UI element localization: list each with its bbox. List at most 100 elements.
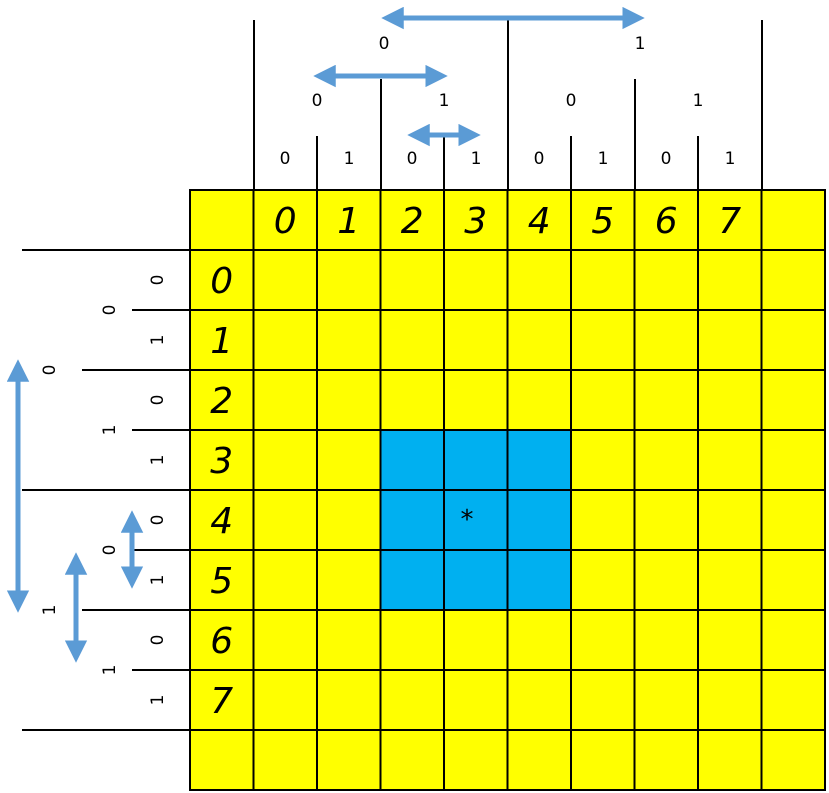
row-tree-bit: 1 xyxy=(40,605,60,616)
grid-cell xyxy=(633,429,699,491)
col-tree-bit: 0 xyxy=(379,34,390,54)
grid-cell xyxy=(760,189,826,251)
row-tree-bit: 1 xyxy=(100,425,120,436)
column-label: 7 xyxy=(718,201,741,242)
col-tree-bit: 0 xyxy=(312,91,323,111)
grid-cell xyxy=(760,489,826,551)
grid-cell xyxy=(189,189,255,251)
grid-cell xyxy=(633,729,699,791)
grid-cell xyxy=(760,369,826,431)
row-label: 5 xyxy=(210,561,233,602)
row-tree-bit: 0 xyxy=(148,635,168,646)
grid-cell xyxy=(760,549,826,611)
row-tree-bit: 0 xyxy=(100,305,120,316)
grid-cell xyxy=(760,729,826,791)
grid-cell xyxy=(316,489,382,551)
col-tree-bit: 0 xyxy=(534,149,545,169)
grid-cell xyxy=(697,369,763,431)
row-label: 0 xyxy=(210,261,233,302)
grid-cell xyxy=(697,489,763,551)
col-tree-bit: 1 xyxy=(471,149,482,169)
row-tree-bit: 0 xyxy=(40,365,60,376)
grid-cell xyxy=(633,489,699,551)
grid-cell xyxy=(570,189,636,251)
grid-cell xyxy=(189,429,255,491)
grid-cell xyxy=(189,549,255,611)
highlighted-cell xyxy=(443,429,509,491)
grid xyxy=(189,189,826,791)
col-tree-bit: 1 xyxy=(693,91,704,111)
grid-cell xyxy=(379,729,445,791)
center-marker: * xyxy=(461,505,474,535)
row-label: 6 xyxy=(210,621,233,662)
grid-cell xyxy=(506,249,572,311)
column-label: 1 xyxy=(337,201,360,242)
row-tree-bit: 0 xyxy=(148,515,168,526)
col-tree-bit: 1 xyxy=(725,149,736,169)
column-label: 5 xyxy=(591,201,614,242)
grid-cell xyxy=(252,429,318,491)
highlighted-cell xyxy=(443,549,509,611)
row-tree-bit: 1 xyxy=(148,695,168,706)
highlighted-cell xyxy=(379,429,445,491)
grid-cell xyxy=(252,189,318,251)
grid-cell xyxy=(760,309,826,371)
grid-cell xyxy=(379,669,445,731)
grid-cell xyxy=(506,309,572,371)
grid-cell xyxy=(697,609,763,671)
row-label: 1 xyxy=(210,321,233,362)
col-tree-bit: 1 xyxy=(598,149,609,169)
row-tree-bit: 0 xyxy=(148,395,168,406)
grid-cell xyxy=(633,549,699,611)
grid-cell xyxy=(443,729,509,791)
highlighted-cell xyxy=(443,489,509,551)
grid-cell xyxy=(506,669,572,731)
grid-cell xyxy=(189,729,255,791)
column-label: 6 xyxy=(655,201,678,242)
grid-cell xyxy=(316,249,382,311)
grid-cell xyxy=(316,309,382,371)
grid-cell xyxy=(189,309,255,371)
grid-cell xyxy=(252,309,318,371)
grid-cell xyxy=(506,369,572,431)
column-bit-tree: 0 1 0 1 0 1 0 1 0 1 0 1 0 1 xyxy=(253,6,763,190)
grid-cell xyxy=(570,369,636,431)
highlighted-cell xyxy=(506,549,572,611)
grid-cell xyxy=(633,249,699,311)
grid-cell xyxy=(697,429,763,491)
column-label: 0 xyxy=(274,201,297,242)
grid-cell xyxy=(252,729,318,791)
row-tree-bit: 1 xyxy=(148,575,168,586)
grid-cell xyxy=(316,369,382,431)
grid-cell xyxy=(633,609,699,671)
grid-cell xyxy=(506,609,572,671)
col-tree-bit: 0 xyxy=(407,149,418,169)
grid-cell xyxy=(570,309,636,371)
grid-cell xyxy=(760,609,826,671)
grid-cell xyxy=(443,249,509,311)
grid-cell xyxy=(697,549,763,611)
col-tree-bit: 1 xyxy=(635,34,646,54)
grid-cell xyxy=(379,609,445,671)
row-label: 2 xyxy=(210,381,233,422)
grid-cell xyxy=(252,369,318,431)
grid-cell xyxy=(697,189,763,251)
grid-cell xyxy=(506,729,572,791)
grid-cell xyxy=(760,669,826,731)
grid-cell xyxy=(697,669,763,731)
grid-cell xyxy=(570,669,636,731)
row-tree-bit: 1 xyxy=(148,455,168,466)
grid-cell xyxy=(316,549,382,611)
row-label: 7 xyxy=(210,681,233,722)
grid-cell xyxy=(633,669,699,731)
grid-cell xyxy=(252,249,318,311)
grid-cell xyxy=(316,189,382,251)
grid-cell xyxy=(316,609,382,671)
grid-cell xyxy=(443,369,509,431)
row-label: 3 xyxy=(210,441,233,482)
row-bit-tree: 0 1 0 1 0 1 0 1 0 1 0 1 0 1 xyxy=(6,249,190,731)
grid-cell xyxy=(252,669,318,731)
grid-cell xyxy=(570,489,636,551)
